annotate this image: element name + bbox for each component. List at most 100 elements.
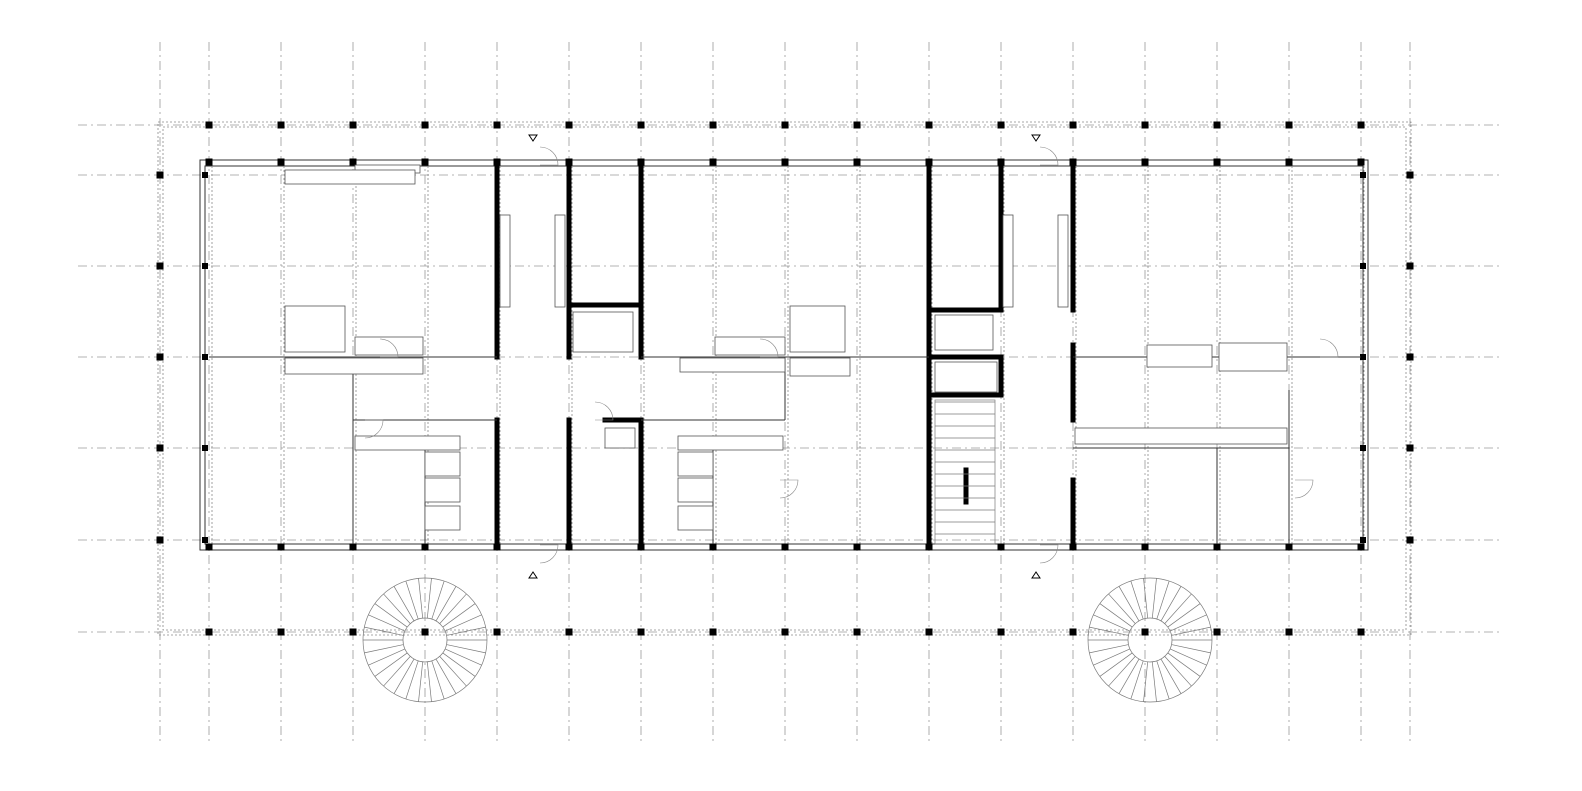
entrance-marker [1031,134,1041,142]
kitchen-counter [789,305,846,353]
sanitary-cubicle [677,451,714,477]
shower-unit [934,361,998,393]
kitchen-counter [284,305,346,353]
spiral-stair-tread [1164,593,1192,624]
spiral-stair-tread [431,580,445,620]
column [565,543,573,551]
sanitary-cubicle [424,451,461,477]
spiral-stair-tread [439,656,467,687]
column [421,121,429,129]
column-layer [156,121,1414,636]
column [1360,172,1366,178]
spiral-stair-tread [1093,648,1131,666]
column [1360,263,1366,269]
spiral-stair-tread [418,578,424,619]
column [1357,158,1365,166]
cabinet-row [354,435,461,451]
column [205,543,213,551]
kitchen-counter [1146,344,1213,368]
spiral-stair-tread [1143,578,1149,619]
spiral-stair-tread [435,586,457,622]
door-swing [1319,338,1339,358]
column [1285,158,1293,166]
spiral-stair-tread [1130,580,1144,620]
column [156,353,164,361]
column [156,171,164,179]
column [925,628,933,636]
column [1406,353,1414,361]
door-swing [1039,544,1059,564]
furniture-layer [284,164,1288,531]
spiral-stair-tread [1093,614,1131,632]
spiral-stair-tread [1169,648,1207,666]
column [1406,444,1414,452]
kitchen-unit-row [1218,342,1288,372]
column [202,537,208,543]
spiral-stair-tread [368,648,406,666]
wardrobe [554,214,566,308]
spiral-stair-tread [1156,580,1170,620]
column [565,121,573,129]
sanitary-cubicle [677,477,714,503]
column [493,543,501,551]
door-layer [364,146,1339,564]
column [156,444,164,452]
spiral-stair-tread [1151,578,1157,619]
wc-unit [572,311,634,353]
column [997,121,1005,129]
spiral-stair-tread [418,661,424,702]
column [1141,628,1149,636]
column [277,121,285,129]
spiral-stair-tread [1118,586,1140,622]
column [997,543,1005,551]
spiral-stair-tread [1099,603,1133,628]
column [1069,543,1077,551]
column [1357,543,1365,551]
column [493,121,501,129]
column [205,158,213,166]
spiral-stair-tread [1089,626,1129,636]
column [1069,158,1077,166]
column [1285,628,1293,636]
column [1141,543,1149,551]
spiral-stair-tread [1108,593,1136,624]
door-swing [1039,146,1059,166]
column [637,121,645,129]
spiral-stair-tread [435,658,457,694]
door-swing [779,479,799,499]
column [853,158,861,166]
spiral-stair-tread [1089,644,1129,654]
sanitary-cubicle [424,477,461,503]
column [709,628,717,636]
door-swing [1294,479,1314,499]
column [853,121,861,129]
column [205,628,213,636]
column [1406,536,1414,544]
column [493,158,501,166]
spiral-stair-tread [1108,656,1136,687]
door-swing [539,544,559,564]
spiral-stair-tread [1171,626,1211,636]
spiral-stair-tread [368,614,406,632]
column [1357,628,1365,636]
spiral-stair-tread [426,578,432,619]
spiral-stair-tread [426,661,432,702]
spiral-stair-tread [374,652,408,677]
column [1213,543,1221,551]
column [565,628,573,636]
spiral-stair-tread [383,593,411,624]
stair-core-outline [934,399,996,545]
spiral-stair-tread [1167,603,1201,628]
column [637,543,645,551]
wardrobe [284,169,416,185]
column [709,158,717,166]
spiral-stair-tread [1118,658,1140,694]
column [1360,537,1366,543]
kitchen-unit-row [714,336,786,356]
column [781,543,789,551]
column [156,536,164,544]
spiral-stair-tread [431,660,445,700]
column [349,543,357,551]
column [202,263,208,269]
